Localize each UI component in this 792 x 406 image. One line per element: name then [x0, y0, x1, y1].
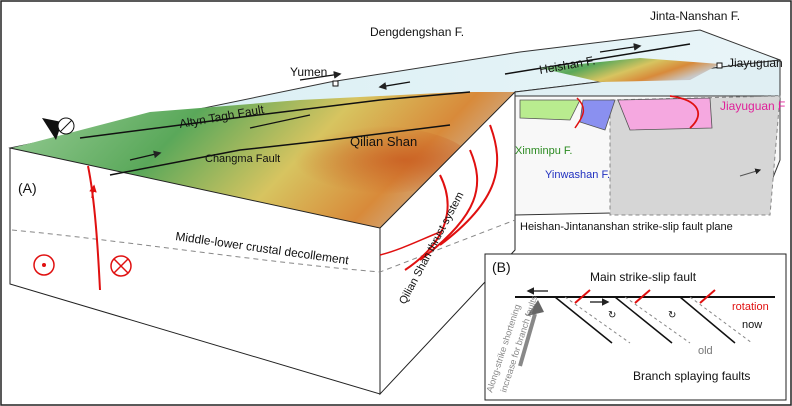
- label-now: now: [742, 319, 762, 331]
- rotation-marks: [574, 289, 716, 304]
- branch-faults: [554, 296, 736, 344]
- rotation-icon: ↻: [668, 310, 676, 321]
- label-panel-b: (B): [492, 259, 511, 275]
- label-old: old: [698, 345, 713, 357]
- qilian-fault-trace: [249, 114, 311, 129]
- label-main-fault: Main strike-slip fault: [590, 270, 697, 284]
- north-arrow-icon: [42, 117, 75, 140]
- rotation-icon: ↻: [608, 310, 616, 321]
- slip-arrow-1: [129, 150, 162, 161]
- thrust-2: [419, 149, 479, 261]
- shortening-arrow: [518, 313, 537, 367]
- label-panel-a: (A): [18, 180, 37, 196]
- label-branch-faults: Branch splaying faults: [633, 369, 750, 383]
- right-block-topography: [540, 58, 720, 82]
- altyn-fault-trace-front: [87, 165, 101, 291]
- label-jinta-nanshan: Jinta-Nanshan F.: [650, 9, 740, 23]
- label-rotation: rotation: [732, 301, 769, 313]
- branch-faults-old: [564, 296, 753, 344]
- changma-fault-trace: [109, 124, 451, 176]
- heishan-fault-trace: [504, 43, 691, 75]
- block-right-face: [379, 90, 516, 396]
- slip-arrow-3: [378, 81, 411, 90]
- jiayuguan-marker: [716, 62, 723, 69]
- thrust-1: [404, 174, 449, 271]
- label-xinminpu: Xinminpu F.: [515, 145, 572, 157]
- shortening-arrowhead: [527, 300, 544, 316]
- jiayuguan-fault-red: [669, 95, 700, 129]
- label-strike-slip-plane: Heishan-Jintananshan strike-slip fault p…: [520, 221, 733, 233]
- label-dengdengshan: Dengdengshan F.: [370, 25, 464, 39]
- yinwashan-fault-red: [574, 97, 585, 129]
- panel-b-box: [484, 253, 787, 401]
- thrust-sole: [379, 231, 441, 256]
- thrust-3: [439, 124, 499, 246]
- fault-slip-arrow: [89, 184, 97, 199]
- plane-arrow: [739, 168, 762, 177]
- altyn-tagh-fault-trace: [79, 91, 471, 139]
- label-jiayuguan-fault: Jiayuguan F: [720, 99, 785, 113]
- decollement-line: [11, 219, 516, 273]
- yinwashan-block: [579, 99, 616, 131]
- label-changma: Changma Fault: [205, 153, 280, 165]
- slip-arrow-4: [599, 43, 642, 53]
- label-yinwashan: Yinwashan F.: [545, 169, 610, 181]
- slip-arrow-2: [299, 71, 342, 81]
- out-of-page-symbol-icon: [33, 254, 55, 276]
- into-page-symbol-icon: [110, 255, 132, 277]
- yumen-marker: [332, 80, 339, 87]
- label-yumen: Yumen: [290, 65, 327, 79]
- xinminpu-block: [519, 99, 581, 121]
- label-jiayuguan-city: Jiayuguan: [728, 56, 783, 70]
- label-qilian-shan: Qilian Shan: [350, 134, 417, 149]
